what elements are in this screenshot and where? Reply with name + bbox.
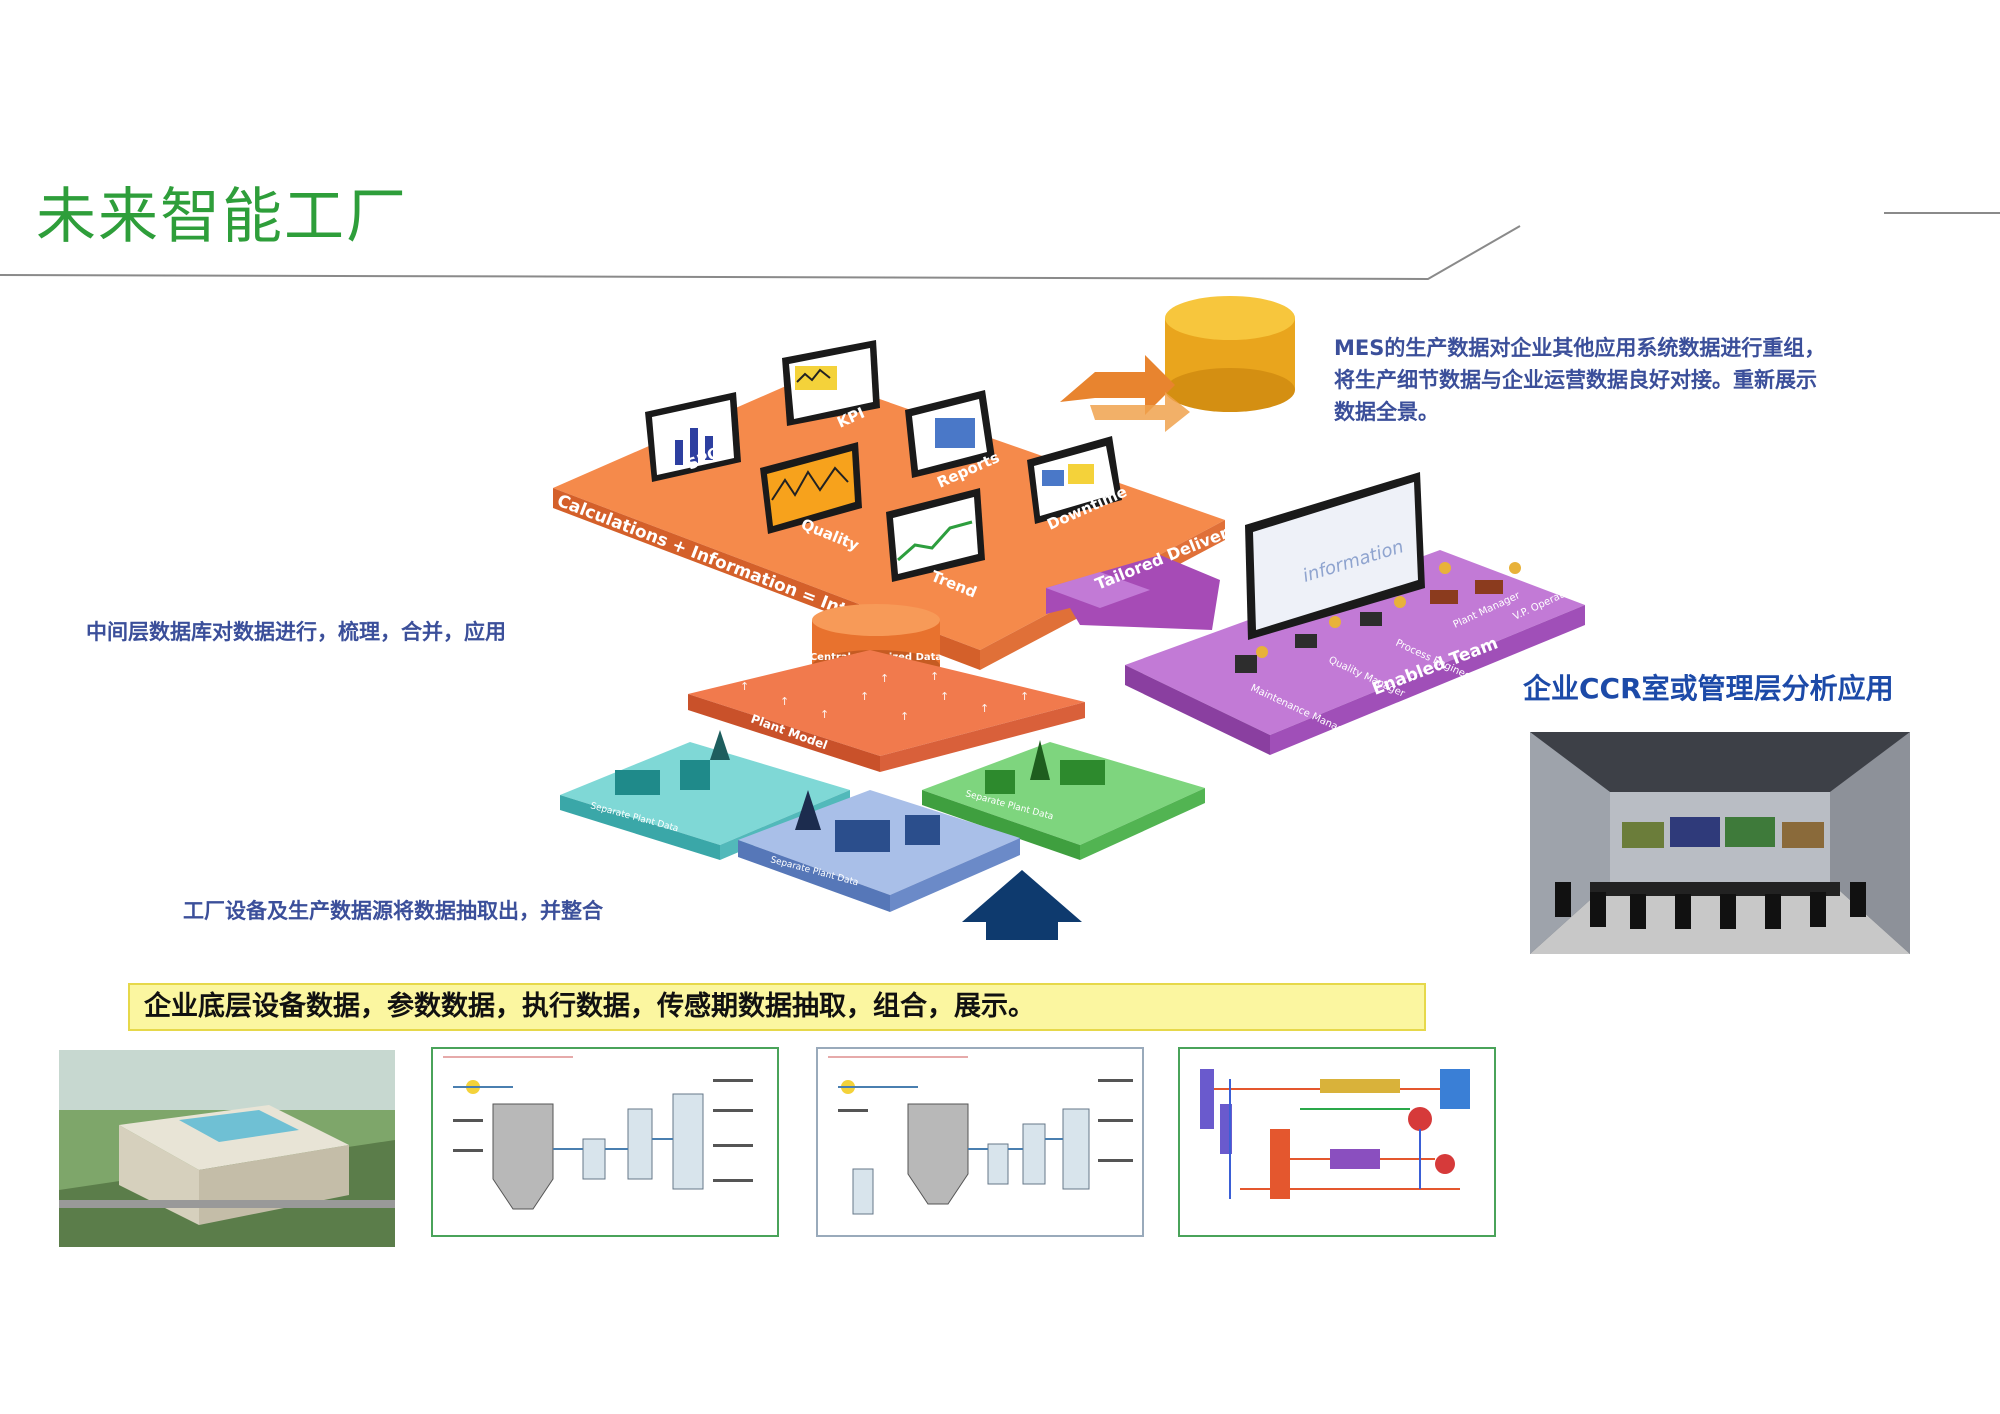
svg-text:↑: ↑ <box>880 672 889 685</box>
plant-data-platform-right: Separate Plant Data <box>922 740 1205 860</box>
page-title: 未来智能工厂 <box>36 182 408 252</box>
svg-text:↑: ↑ <box>900 710 909 723</box>
upward-arrow <box>962 870 1082 940</box>
ccr-note: 企业CCR室或管理层分析应用 <box>1523 672 1894 705</box>
process-diagram-1 <box>431 1047 779 1237</box>
svg-text:↑: ↑ <box>860 690 869 703</box>
mes-note-line-2: 将生产细节数据与企业运营数据良好对接。重新展示 <box>1334 368 1817 392</box>
svg-text:↑: ↑ <box>930 670 939 683</box>
svg-text:↑: ↑ <box>1020 690 1029 703</box>
middle-layer-note: 中间层数据库对数据进行，梳理，合并，应用 <box>86 620 506 644</box>
quality-monitor: Quality <box>760 442 862 555</box>
enabled-team-platform: information Enabled Team Maintenance Man… <box>1125 472 1585 755</box>
svg-text:↑: ↑ <box>940 690 949 703</box>
mes-note-line-3: 数据全景。 <box>1334 400 1439 424</box>
summary-bar: 企业底层设备数据，参数数据，执行数据，传感期数据抽取，组合，展示。 <box>128 983 1426 1031</box>
header-divider <box>0 212 2000 281</box>
mes-architecture-diagram: Calculations + Information = Intelligenc… <box>553 296 1585 940</box>
plant-data-platform-center: Separate Plant Data <box>738 790 1020 912</box>
factory-aerial-image <box>59 1050 395 1247</box>
svg-text:↑: ↑ <box>980 702 989 715</box>
mes-note-line-1: MES的生产数据对企业其他应用系统数据进行重组， <box>1334 336 1826 360</box>
exchange-arrows-icon <box>1060 355 1190 432</box>
mes-note: MES的生产数据对企业其他应用系统数据进行重组， 将生产细节数据与企业运营数据良… <box>1334 332 1825 428</box>
process-diagram-3 <box>1178 1047 1496 1237</box>
svg-text:↑: ↑ <box>780 695 789 708</box>
database-icon <box>1165 296 1295 412</box>
factory-source-note: 工厂设备及生产数据源将数据抽取出，并整合 <box>183 899 603 923</box>
svg-text:↑: ↑ <box>820 708 829 721</box>
kpi-monitor: KPI <box>782 340 880 432</box>
control-room-photo <box>1530 732 1910 954</box>
downtime-monitor: Downtime <box>1027 436 1130 534</box>
process-diagram-2 <box>816 1047 1144 1237</box>
svg-text:↑: ↑ <box>740 680 749 693</box>
spc-monitor: SPC <box>645 392 741 482</box>
